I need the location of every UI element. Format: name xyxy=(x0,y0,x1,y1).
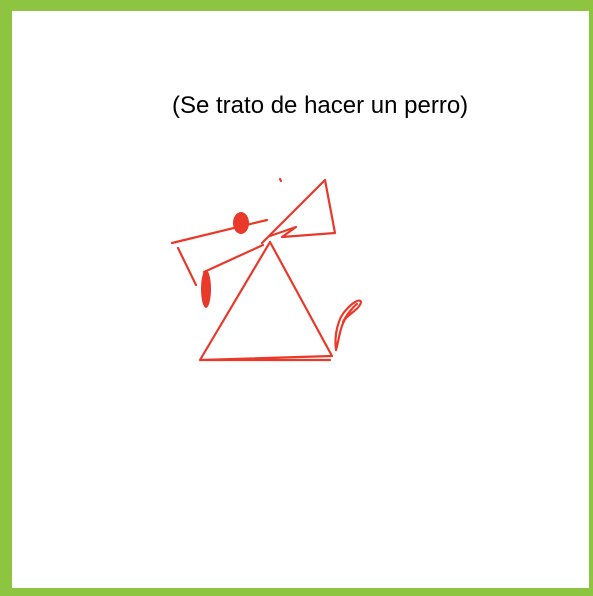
caption-text: (Se trato de hacer un perro) xyxy=(172,92,469,119)
dog-tail-stroke xyxy=(334,299,363,352)
dog-ear-tick xyxy=(278,177,283,183)
dog-body-stroke xyxy=(198,240,334,362)
dog-head-lower-stroke xyxy=(202,243,265,274)
dog-head-left-stroke xyxy=(176,246,198,287)
dog-ear-stroke xyxy=(260,178,337,245)
dog-nose-dot xyxy=(201,270,211,308)
dog-eye-dot xyxy=(233,212,249,234)
dog-head-upper-stroke xyxy=(170,218,269,245)
